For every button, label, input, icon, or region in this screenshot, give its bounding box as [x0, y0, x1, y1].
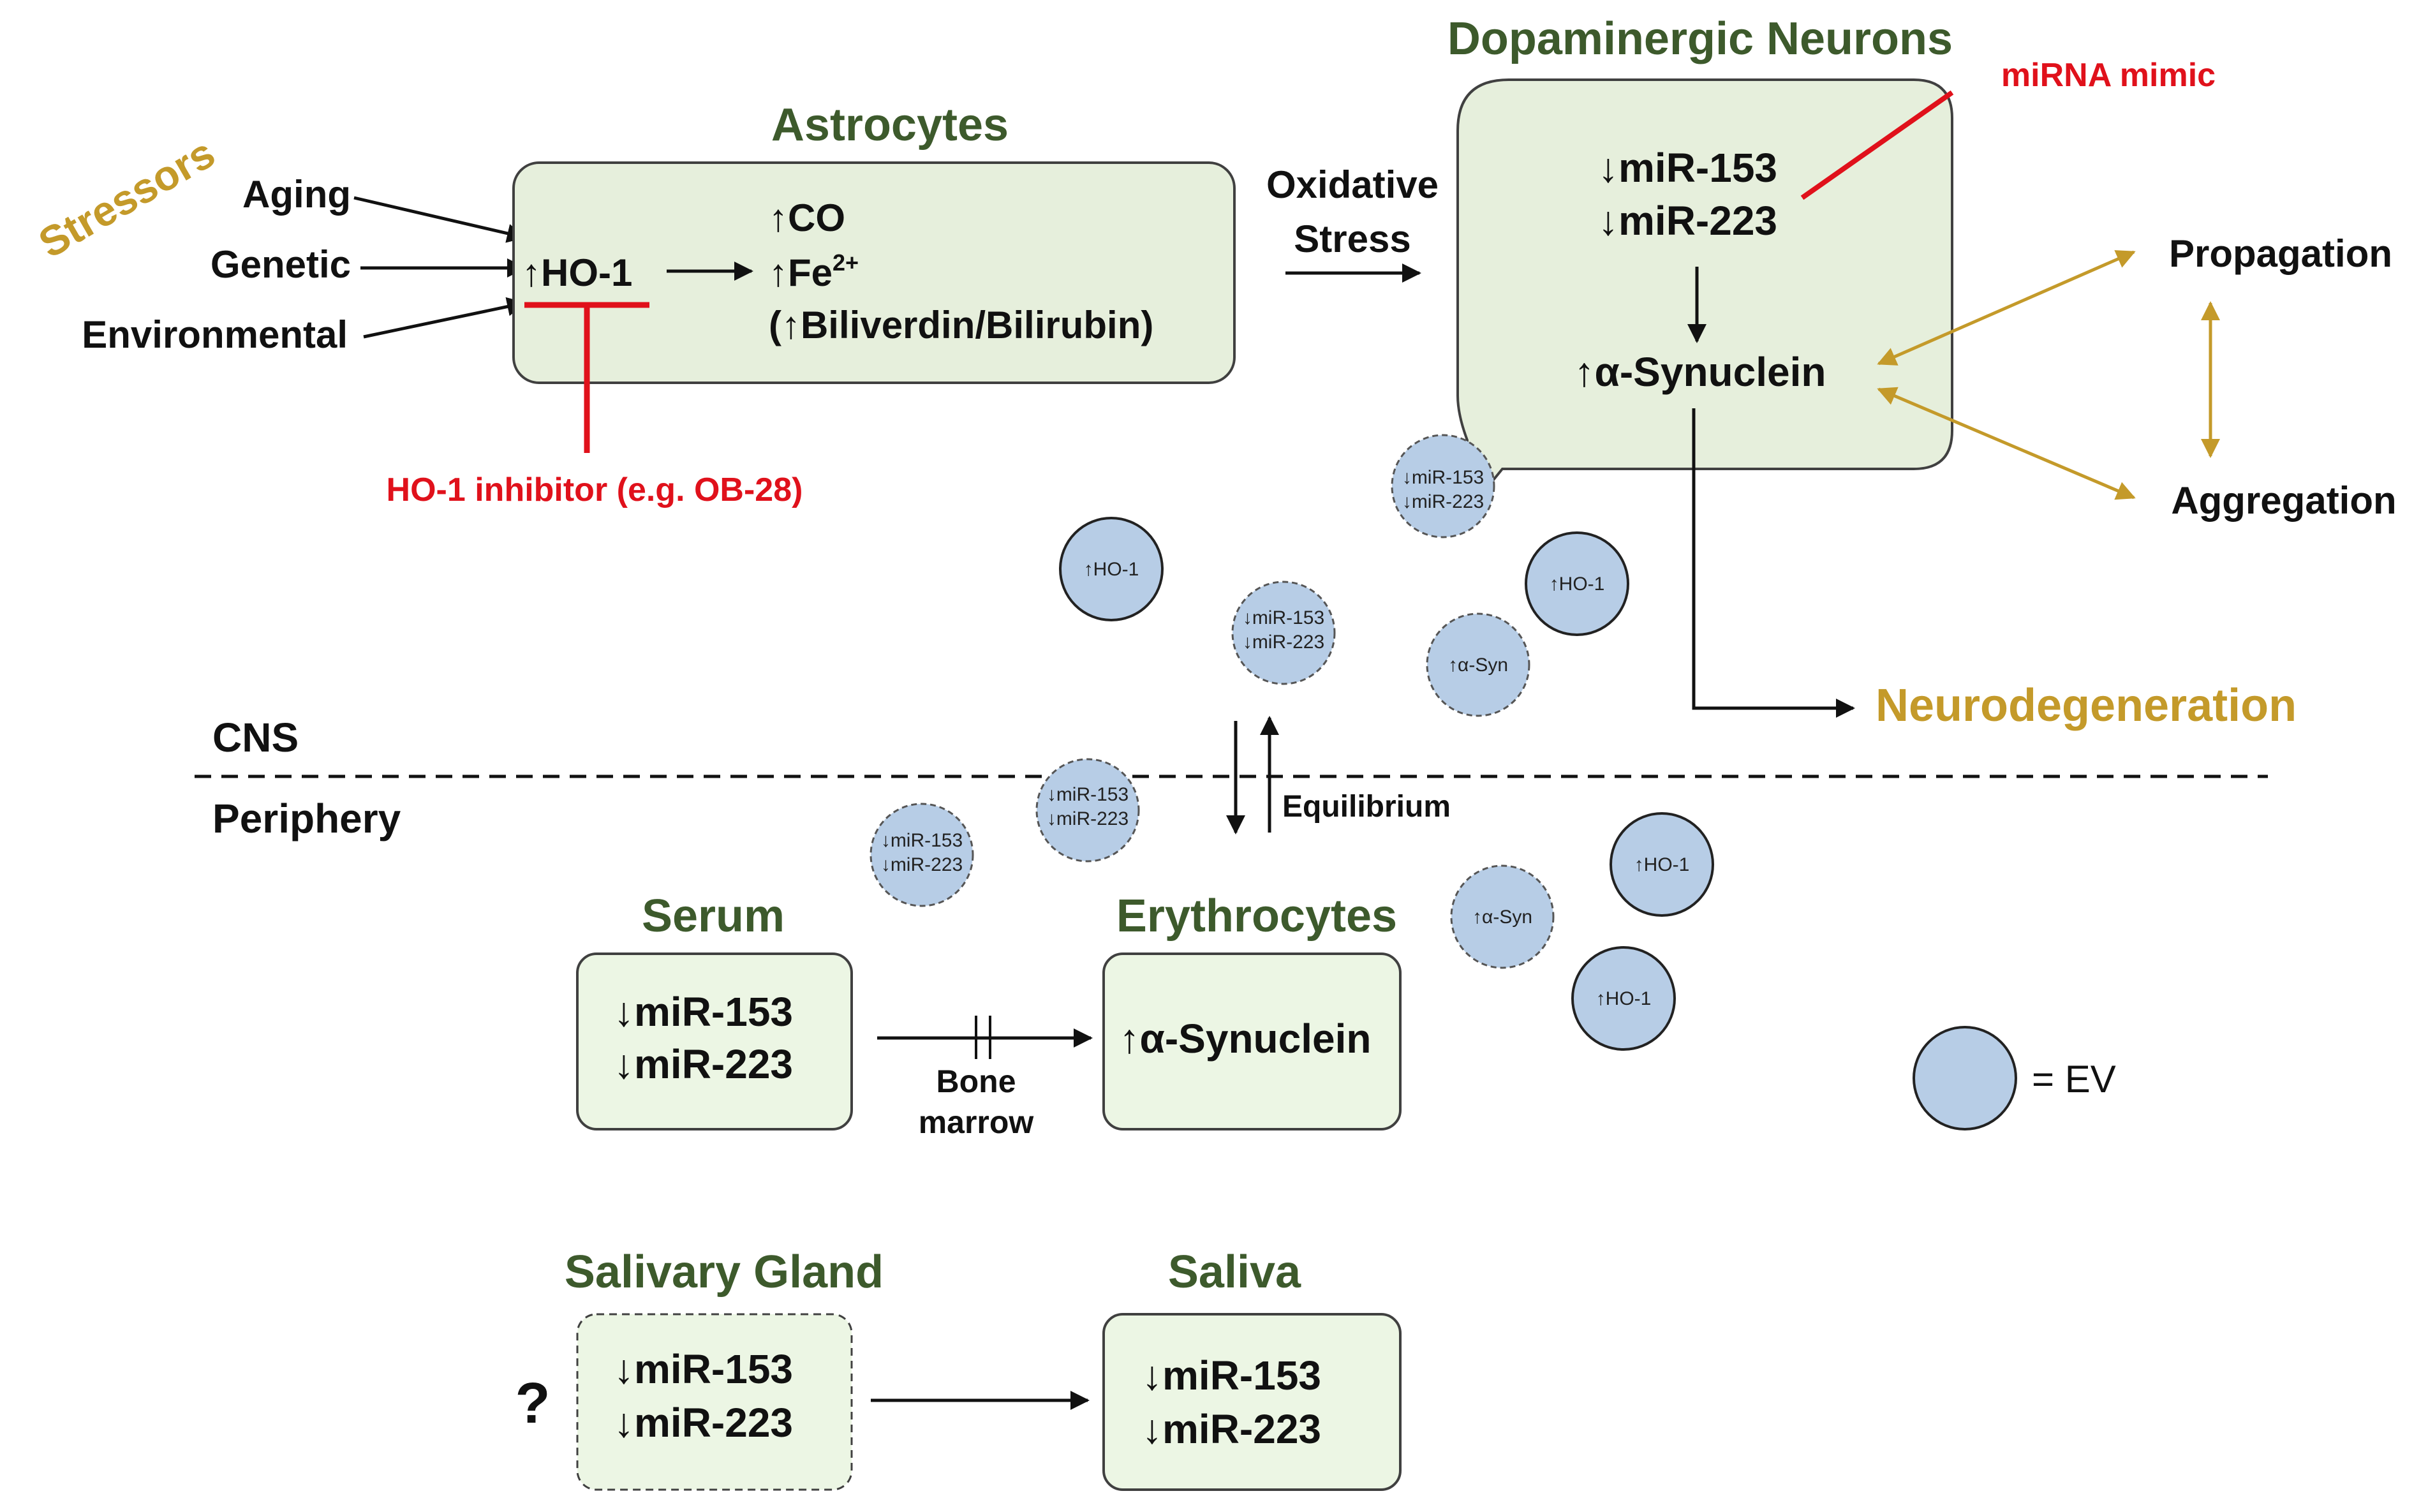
stressor-aging: Aging — [242, 173, 351, 216]
svg-text:↓miR-153: ↓miR-153 — [881, 830, 963, 851]
saliva-box — [1102, 1313, 1402, 1491]
legend-ev-icon — [1913, 1026, 2017, 1130]
fe-superscript: 2+ — [833, 249, 859, 276]
salivary-mir223: ↓miR-223 — [614, 1400, 793, 1446]
astrocytes-ho1: ↑HO-1 — [522, 251, 632, 294]
svg-text:↑HO-1: ↑HO-1 — [1634, 854, 1690, 875]
neurons-mir153: ↓miR-153 — [1598, 145, 1777, 191]
ev-mir-near-neurons: ↓miR-153 ↓miR-223 — [1391, 434, 1495, 538]
serum-mir223: ↓miR-223 — [614, 1041, 793, 1087]
erythrocytes-title: Erythrocytes — [1116, 891, 1397, 942]
svg-text:↓miR-223: ↓miR-223 — [1047, 808, 1129, 829]
arrow-synuclein-propagation — [1877, 250, 2136, 366]
ev-mir-periphery-left: ↓miR-153 ↓miR-223 — [870, 803, 974, 907]
ev-mir-center: ↓miR-153 ↓miR-223 — [1231, 581, 1336, 685]
arrow-aging-to-ho1 — [353, 196, 526, 243]
cns-label: CNS — [212, 715, 299, 760]
arrow-environmental-to-ho1 — [363, 297, 526, 339]
astrocytes-biliverdin: (↑Biliverdin/Bilirubin) — [769, 304, 1153, 346]
saliva-mir223: ↓miR-223 — [1142, 1406, 1321, 1452]
erythrocytes-synuclein: ↑α-Synuclein — [1120, 1016, 1372, 1062]
neurodegeneration-label: Neurodegeneration — [1876, 680, 2297, 731]
stressor-environmental: Environmental — [82, 313, 348, 356]
ev-ho1-lower-top: ↑HO-1 — [1610, 812, 1714, 917]
ho1-inhibitor-label: HO-1 inhibitor (e.g. OB-28) — [387, 471, 803, 508]
astrocytes-fe: ↑Fe2+ — [769, 249, 859, 294]
legend-ev-label: = EV — [2032, 1058, 2116, 1101]
arrow-synuclein-neurodegeneration — [1692, 408, 1855, 718]
astrocytes-title: Astrocytes — [771, 100, 1009, 151]
neurons-mir223: ↓miR-223 — [1598, 198, 1777, 244]
svg-text:↓miR-223: ↓miR-223 — [881, 854, 963, 875]
ev-ho1-lower-bottom: ↑HO-1 — [1571, 946, 1676, 1051]
equilibrium-label: Equilibrium — [1282, 790, 1451, 824]
serum-mir153: ↓miR-153 — [614, 989, 793, 1035]
svg-text:↑α-Syn: ↑α-Syn — [1448, 655, 1508, 676]
mimic-inhibition-line — [1800, 90, 1954, 200]
oxidative-stress-line1: Oxidative — [1266, 163, 1439, 206]
svg-text:↑HO-1: ↑HO-1 — [1596, 988, 1652, 1009]
astrocytes-co: ↑CO — [769, 196, 845, 239]
salivary-mir153: ↓miR-153 — [614, 1346, 793, 1392]
oxidative-stress-line2: Stress — [1294, 218, 1410, 260]
salivary-question-mark: ? — [515, 1372, 551, 1435]
bone-marrow-line1: Bone — [936, 1064, 1016, 1099]
erythrocytes-box — [1102, 952, 1402, 1130]
neurons-title: Dopaminergic Neurons — [1447, 13, 1953, 64]
bone-marrow-line2: marrow — [919, 1104, 1034, 1140]
ev-mir-boundary: ↓miR-153 ↓miR-223 — [1035, 758, 1140, 863]
ev-ho1-upper-left: ↑HO-1 — [1059, 517, 1164, 621]
svg-text:↓miR-223: ↓miR-223 — [1402, 491, 1484, 512]
propagation-label: Propagation — [2169, 232, 2392, 275]
svg-text:↓miR-153: ↓miR-153 — [1402, 467, 1484, 488]
svg-text:↓miR-153: ↓miR-153 — [1047, 784, 1129, 805]
salivary-gland-box — [576, 1313, 853, 1491]
svg-text:↓miR-153: ↓miR-153 — [1243, 607, 1324, 628]
serum-box — [576, 952, 853, 1130]
salivary-gland-title: Salivary Gland — [565, 1247, 884, 1298]
serum-title: Serum — [642, 891, 785, 942]
saliva-mir153: ↓miR-153 — [1142, 1353, 1321, 1398]
ev-asyn-lower: ↑α-Syn — [1450, 864, 1555, 969]
aggregation-label: Aggregation — [2171, 479, 2396, 522]
svg-text:↑HO-1: ↑HO-1 — [1084, 559, 1139, 580]
arrow-synuclein-aggregation — [1877, 387, 2136, 500]
mimic-label: miRNA mimic — [2001, 57, 2216, 94]
periphery-label: Periphery — [212, 796, 401, 841]
ev-asyn-upper: ↑α-Syn — [1426, 612, 1530, 717]
stressors-title: Stressors — [31, 129, 223, 267]
neurons-box — [1456, 78, 1953, 524]
svg-text:↑α-Syn: ↑α-Syn — [1472, 907, 1532, 928]
svg-text:↓miR-223: ↓miR-223 — [1243, 632, 1324, 653]
stressor-genetic: Genetic — [211, 243, 351, 286]
neurons-synuclein: ↑α-Synuclein — [1574, 349, 1826, 395]
saliva-title: Saliva — [1168, 1247, 1301, 1298]
astrocytes-box — [512, 161, 1236, 384]
svg-text:↑HO-1: ↑HO-1 — [1550, 574, 1605, 595]
ev-ho1-upper-right: ↑HO-1 — [1525, 531, 1629, 636]
